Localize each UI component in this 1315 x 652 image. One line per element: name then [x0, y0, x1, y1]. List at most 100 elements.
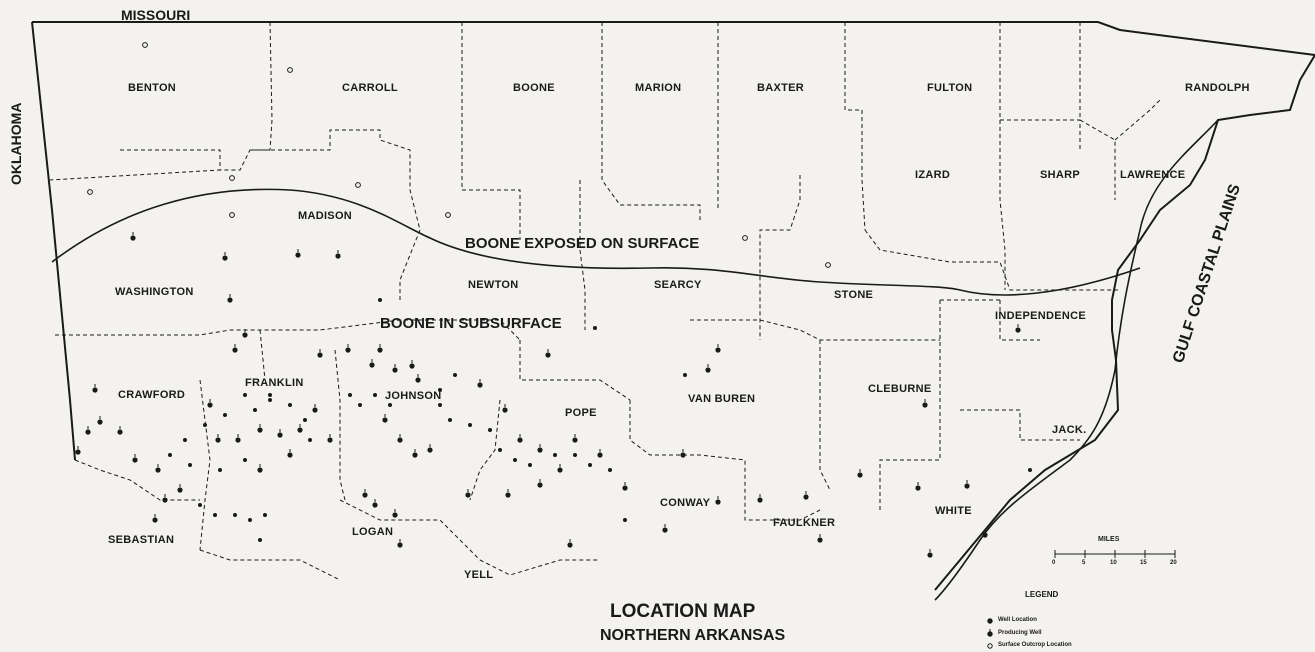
county-label-newton: NEWTON [468, 279, 519, 291]
producing-well-marker [415, 377, 421, 383]
county-label-sebastian: SEBASTIAN [108, 534, 175, 546]
legend-item-producing-well: Producing Well [998, 630, 1042, 636]
county-label-sharp: SHARP [1040, 169, 1081, 181]
producing-well-marker [964, 483, 970, 489]
producing-well-marker [817, 537, 823, 543]
county-label-crawford: CRAWFORD [118, 389, 186, 401]
scale-tick: 10 [1110, 560, 1117, 566]
county-label-johnson: JOHNSON [385, 390, 442, 402]
county-label-benton: BENTON [128, 82, 177, 94]
scale-tick: 20 [1170, 560, 1177, 566]
well-location-marker [488, 428, 492, 432]
well-location-marker [303, 418, 307, 422]
well-location-marker [218, 468, 222, 472]
producing-well-marker [680, 452, 686, 458]
well-location-marker [453, 373, 457, 377]
producing-well-marker [257, 467, 263, 473]
well-location-marker [498, 448, 502, 452]
scale-title: MILES [1098, 536, 1120, 543]
producing-well-marker [927, 552, 933, 558]
well-location-marker [188, 463, 192, 467]
producing-well-marker [622, 485, 628, 491]
well-markers [75, 42, 1032, 558]
well-location-marker [258, 538, 262, 542]
well-location-marker [233, 513, 237, 517]
state-label-missouri: MISSOURI [121, 7, 191, 23]
well-location-marker [203, 423, 207, 427]
producing-well-marker [662, 527, 668, 533]
surface-outcrop-icon [987, 643, 993, 649]
producing-well-marker [537, 482, 543, 488]
well-location-marker [183, 438, 187, 442]
producing-well-marker [537, 447, 543, 453]
producing-well-marker [803, 494, 809, 500]
producing-well-marker [597, 452, 603, 458]
producing-well-marker [915, 485, 921, 491]
county-label-cleburne: CLEBURNE [868, 383, 932, 395]
map-subtitle: NORTHERN ARKANSAS [600, 627, 786, 644]
producing-well-marker [222, 255, 228, 261]
producing-well-marker [97, 419, 103, 425]
producing-well-marker [502, 407, 508, 413]
producing-well-marker [372, 502, 378, 508]
producing-well-marker [1015, 327, 1021, 333]
well-location-marker [608, 468, 612, 472]
well-location-marker [378, 298, 382, 302]
well-location-icon [987, 618, 993, 624]
producing-well-marker [477, 382, 483, 388]
producing-well-marker [345, 347, 351, 353]
gulf-coast-boundary [934, 119, 1219, 601]
producing-well-marker [397, 437, 403, 443]
producing-well-marker [715, 499, 721, 505]
producing-well-marker [465, 492, 471, 498]
well-location-marker [448, 418, 452, 422]
producing-well-marker [162, 497, 168, 503]
county-label-carroll: CARROLL [342, 82, 398, 94]
county-label-conway: CONWAY [660, 497, 711, 509]
county-label-marion: MARION [635, 82, 682, 94]
well-location-marker [438, 388, 442, 392]
producing-well-marker [857, 472, 863, 478]
surface-outcrop-marker [142, 42, 148, 48]
producing-well-marker [335, 253, 341, 259]
producing-well-marker [312, 407, 318, 413]
county-label-izard: IZARD [915, 169, 951, 181]
producing-well-marker [232, 347, 238, 353]
well-location-marker [268, 398, 272, 402]
producing-well-marker [297, 427, 303, 433]
producing-well-marker [235, 437, 241, 443]
producing-well-marker [505, 492, 511, 498]
well-location-marker [243, 393, 247, 397]
county-label-lawrence: LAWRENCE [1120, 169, 1186, 181]
well-location-marker [588, 463, 592, 467]
producing-well-marker [117, 429, 123, 435]
county-label-independence: INDEPENDENCE [995, 310, 1087, 322]
surface-outcrop-marker [825, 262, 831, 268]
well-location-marker [528, 463, 532, 467]
producing-well-marker [397, 542, 403, 548]
county-label-madison: MADISON [298, 210, 353, 222]
region-label-boone-subsurface: BOONE IN SUBSURFACE [380, 315, 562, 332]
legend-item-surface-outcrop: Surface Outcrop Location [998, 642, 1072, 648]
county-label-jackson: JACK. [1052, 424, 1087, 436]
producing-well-marker [557, 467, 563, 473]
well-location-marker [248, 518, 252, 522]
producing-well-marker [215, 437, 221, 443]
well-location-marker [623, 518, 627, 522]
state-boundary [31, 21, 1315, 591]
well-location-marker [243, 458, 247, 462]
producing-well-marker [409, 363, 415, 369]
producing-well-marker [757, 497, 763, 503]
well-location-marker [373, 393, 377, 397]
legend-title: LEGEND [1025, 590, 1059, 599]
county-boundaries [49, 21, 1161, 581]
producing-well-marker [327, 437, 333, 443]
producing-well-marker [177, 487, 183, 493]
well-location-marker [348, 393, 352, 397]
well-location-marker [223, 413, 227, 417]
well-location-marker [683, 373, 687, 377]
producing-well-marker [92, 387, 98, 393]
well-location-marker [593, 326, 597, 330]
state-label-oklahoma: OKLAHOMA [8, 102, 24, 185]
producing-well-marker [922, 402, 928, 408]
